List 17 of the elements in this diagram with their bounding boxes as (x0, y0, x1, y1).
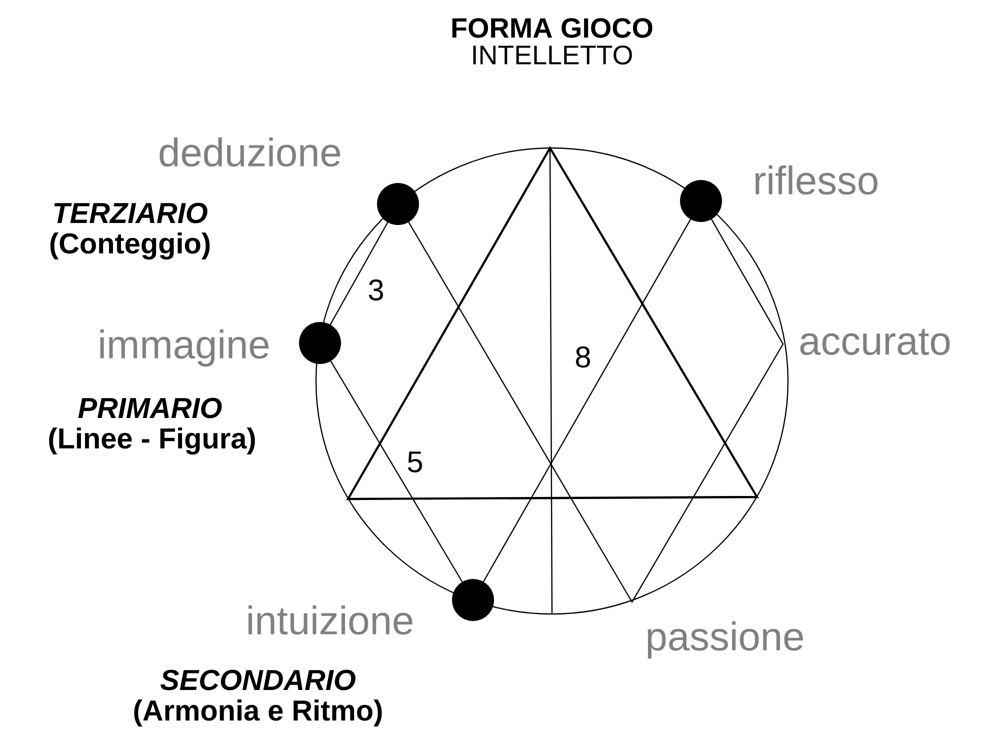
number-label: 5 (408, 452, 422, 472)
point-label: immagine (100, 329, 269, 367)
level-label: (Conteggio) (50, 232, 210, 260)
point-label: passione (648, 621, 803, 659)
heading: INTELLETTO (473, 45, 632, 65)
heading: FORMA GIOCO (452, 18, 652, 38)
level-label: PRIMARIO (78, 398, 222, 418)
level-label: SECONDARIO (160, 670, 356, 690)
point-label: riflesso (756, 165, 878, 195)
point-label: deduzione (160, 137, 340, 167)
level-label: (Armonia e Ritmo) (134, 700, 382, 726)
level-label: TERZIARIO (54, 202, 208, 224)
number-label: 3 (368, 279, 383, 301)
point-label: accurato (800, 328, 950, 356)
point-label: intuizione (248, 605, 412, 635)
number-label: 8 (576, 346, 590, 368)
level-label: (Linee - Figura) (49, 427, 255, 455)
